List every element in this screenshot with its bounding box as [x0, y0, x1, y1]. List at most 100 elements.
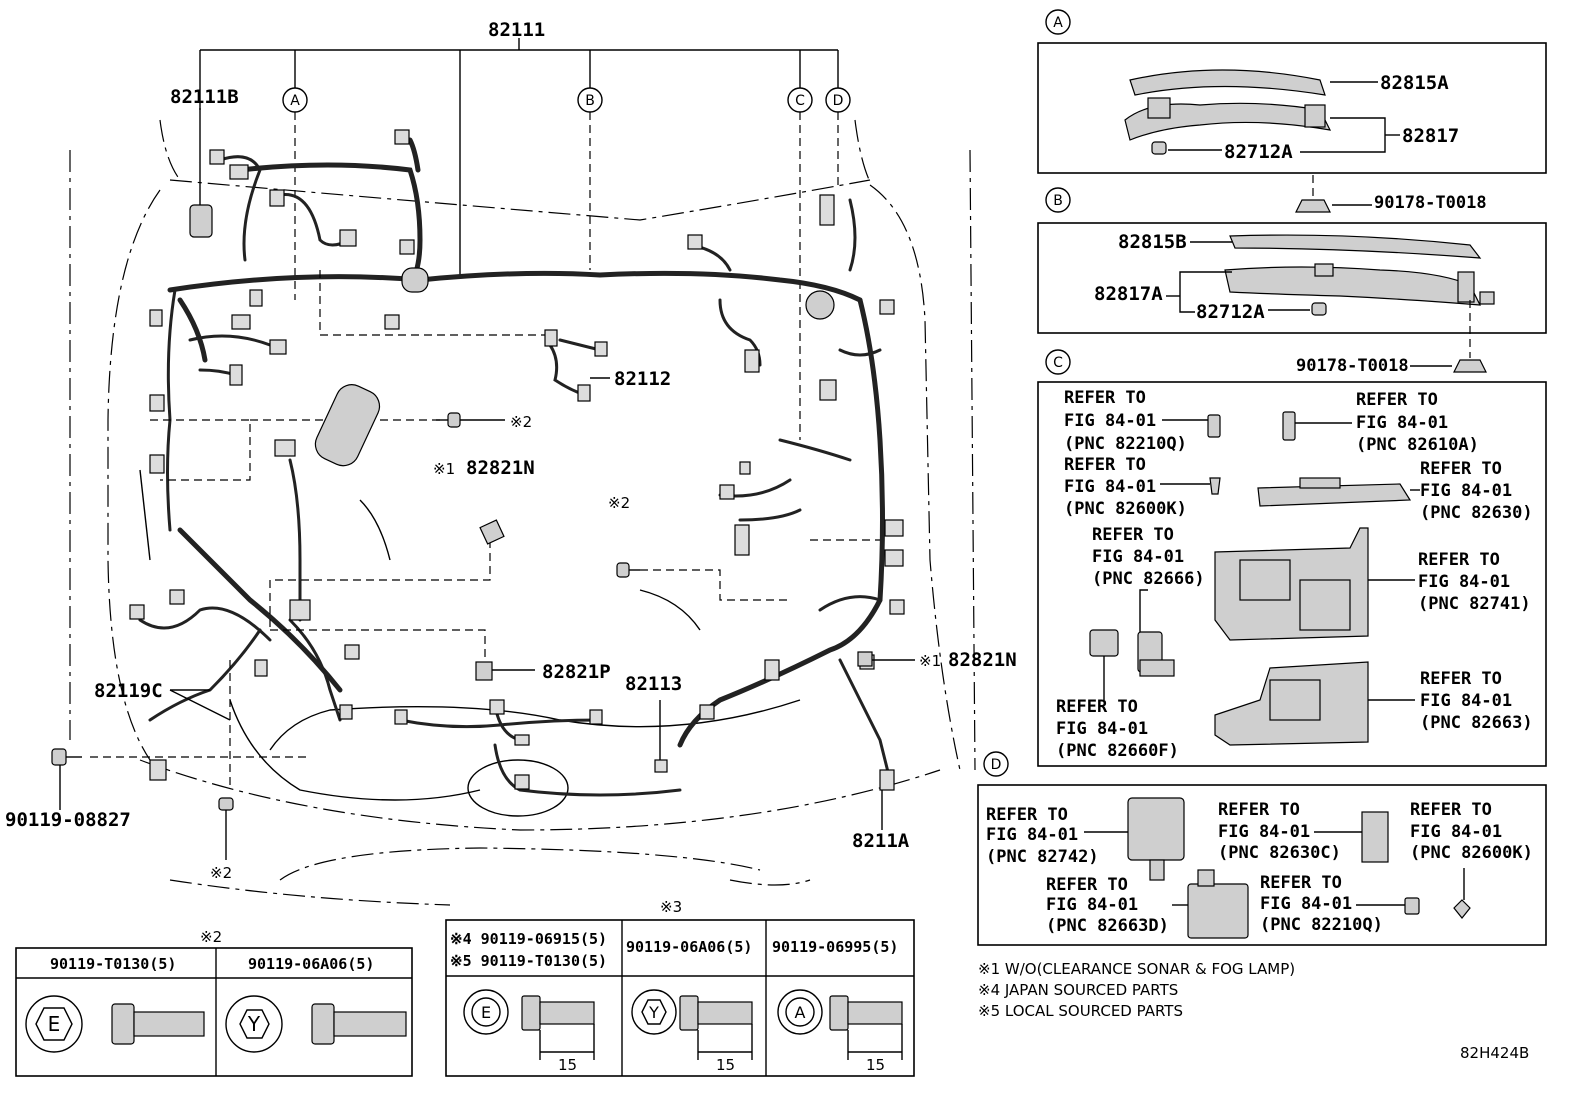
svg-text:FIG 84-01: FIG 84-01: [1046, 895, 1138, 915]
svg-text:REFER TO: REFER TO: [1410, 800, 1492, 820]
panel-d: [977, 751, 1547, 946]
svg-text:FIG 84-01: FIG 84-01: [1420, 481, 1512, 501]
svg-text:FIG 84-01: FIG 84-01: [1092, 547, 1184, 567]
bolt-table-3-pn-local: ※5 90119-T0130(5): [450, 952, 607, 970]
panel-d-ref-82742: REFER TO FIG 84-01 (PNC 82742): [986, 805, 1099, 867]
note-4: ※4 JAPAN SOURCED PARTS: [978, 981, 1178, 999]
svg-text:FIG 84-01: FIG 84-01: [1260, 894, 1352, 914]
svg-text:(PNC 82210Q): (PNC 82210Q): [1064, 434, 1187, 454]
panel-c-ref-82600k: REFER TO FIG 84-01 (PNC 82600K): [1064, 455, 1187, 519]
label-82113: 82113: [625, 673, 682, 695]
svg-text:REFER TO: REFER TO: [1260, 873, 1342, 893]
panel-d-ref-82663d: REFER TO FIG 84-01 (PNC 82663D): [1046, 875, 1169, 936]
bolt-table-3-pn-japan: ※4 90119-06915(5): [450, 930, 607, 948]
panel-c-ref-82660f: REFER TO FIG 84-01 (PNC 82660F): [1056, 697, 1179, 761]
bolt-table-3-pn-y: 90119-06A06(5): [626, 938, 752, 956]
label-82821n-right: 82821N: [948, 649, 1017, 671]
bolt-table-3-mark: ※3: [660, 898, 682, 916]
svg-text:(PNC 82663): (PNC 82663): [1420, 713, 1533, 733]
panel-a-label-82817: 82817: [1402, 125, 1459, 147]
label-8211a: 8211A: [852, 830, 910, 852]
note-1: ※1 W/O(CLEARANCE SONAR & FOG LAMP): [978, 960, 1295, 978]
svg-text:(PNC 82663D): (PNC 82663D): [1046, 916, 1169, 936]
main-fasteners: [51, 412, 640, 860]
bolt-table-2-mark: ※2: [200, 928, 222, 946]
note-5: ※5 LOCAL SOURCED PARTS: [978, 1002, 1183, 1020]
engine-bay-outline: [69, 119, 976, 906]
svg-text:(PNC 82660F): (PNC 82660F): [1056, 741, 1179, 761]
bolt-head-e-icon: E: [481, 1003, 491, 1022]
note-mark-1-a: ※1: [433, 460, 455, 478]
svg-text:REFER TO: REFER TO: [1056, 697, 1138, 717]
note-mark-2-b: ※2: [608, 494, 630, 512]
bolt-length-a: 15: [866, 1056, 885, 1074]
panel-d-ref-82600k: REFER TO FIG 84-01 (PNC 82600K): [1410, 800, 1533, 863]
section-marker-b: B: [585, 93, 595, 109]
svg-text:(PNC 82741): (PNC 82741): [1418, 594, 1531, 614]
panel-b-marker: B: [1053, 193, 1063, 209]
panel-b-label-82712a: 82712A: [1196, 301, 1265, 323]
label-82821p: 82821P: [542, 661, 611, 683]
dashed-leaders: [90, 270, 880, 790]
svg-text:FIG 84-01: FIG 84-01: [986, 825, 1078, 845]
svg-text:FIG 84-01: FIG 84-01: [1056, 719, 1148, 739]
svg-text:FIG 84-01: FIG 84-01: [1418, 572, 1510, 592]
bolt-table-3-pn-a: 90119-06995(5): [772, 938, 898, 956]
harness-wires: [138, 137, 892, 797]
label-82112: 82112: [614, 368, 671, 390]
note-mark-2-c: ※2: [210, 864, 232, 882]
svg-text:REFER TO: REFER TO: [1046, 875, 1128, 895]
svg-text:REFER TO: REFER TO: [1356, 390, 1438, 410]
svg-text:(PNC 82600K): (PNC 82600K): [1064, 499, 1187, 519]
panel-d-ref-82210q: REFER TO FIG 84-01 (PNC 82210Q): [1260, 873, 1383, 935]
panel-d-marker: D: [991, 757, 1002, 773]
svg-text:FIG 84-01: FIG 84-01: [1356, 413, 1448, 433]
svg-text:REFER TO: REFER TO: [1064, 388, 1146, 408]
panel-c: [1037, 349, 1547, 767]
svg-text:(PNC 82630): (PNC 82630): [1420, 503, 1533, 523]
svg-text:REFER TO: REFER TO: [1420, 459, 1502, 479]
svg-text:(PNC 82210Q): (PNC 82210Q): [1260, 915, 1383, 935]
bolt-table-3: [445, 919, 915, 1077]
svg-text:REFER TO: REFER TO: [986, 805, 1068, 825]
panel-a-marker: A: [1053, 15, 1063, 31]
panel-c-ref-82610a: REFER TO FIG 84-01 (PNC 82610A): [1356, 390, 1479, 455]
panel-a-clip-90178-t0018: 90178-T0018: [1374, 193, 1487, 213]
svg-text:REFER TO: REFER TO: [1218, 800, 1300, 820]
harness-label-82111: 82111: [488, 19, 545, 41]
panel-d-ref-82630c: REFER TO FIG 84-01 (PNC 82630C): [1218, 800, 1341, 863]
bolt-table-2-pn-e: 90119-T0130(5): [50, 955, 176, 973]
panel-a-label-82815a: 82815A: [1380, 72, 1449, 94]
svg-text:REFER TO: REFER TO: [1420, 669, 1502, 689]
figure-id: 82H424B: [1460, 1044, 1529, 1062]
panel-c-marker: C: [1053, 355, 1063, 371]
label-90119-08827: 90119-08827: [5, 809, 131, 831]
panel-a-label-82712a: 82712A: [1224, 141, 1293, 163]
label-leaders: [169, 108, 915, 830]
note-mark-1-b: ※1: [919, 652, 941, 670]
section-marker-a: A: [290, 93, 300, 109]
svg-text:REFER TO: REFER TO: [1418, 550, 1500, 570]
svg-text:REFER TO: REFER TO: [1092, 525, 1174, 545]
svg-text:FIG 84-01: FIG 84-01: [1218, 822, 1310, 842]
svg-text:REFER TO: REFER TO: [1064, 455, 1146, 475]
note-mark-2-a: ※2: [510, 413, 532, 431]
svg-text:(PNC 82742): (PNC 82742): [986, 847, 1099, 867]
panel-c-ref-82741: REFER TO FIG 84-01 (PNC 82741): [1418, 550, 1531, 614]
panel-b-label-82815b: 82815B: [1118, 231, 1187, 253]
svg-text:(PNC 82600K): (PNC 82600K): [1410, 843, 1533, 863]
svg-text:FIG 84-01: FIG 84-01: [1064, 477, 1156, 497]
bolt-length-y: 15: [716, 1056, 735, 1074]
bolt-head-a-icon: A: [795, 1003, 806, 1022]
harness-connectors: [129, 129, 905, 791]
bolt-head-e-icon: E: [48, 1012, 61, 1036]
panel-b: [1037, 187, 1547, 373]
harness-bracket: [199, 38, 851, 440]
label-82821n-top: 82821N: [466, 457, 535, 479]
svg-text:FIG 84-01: FIG 84-01: [1420, 691, 1512, 711]
svg-text:(PNC 82666): (PNC 82666): [1092, 569, 1205, 589]
bolt-head-y-icon: Y: [648, 1003, 659, 1022]
panel-b-clip-90178-t0018: 90178-T0018: [1296, 356, 1409, 376]
section-marker-c: C: [795, 93, 805, 109]
